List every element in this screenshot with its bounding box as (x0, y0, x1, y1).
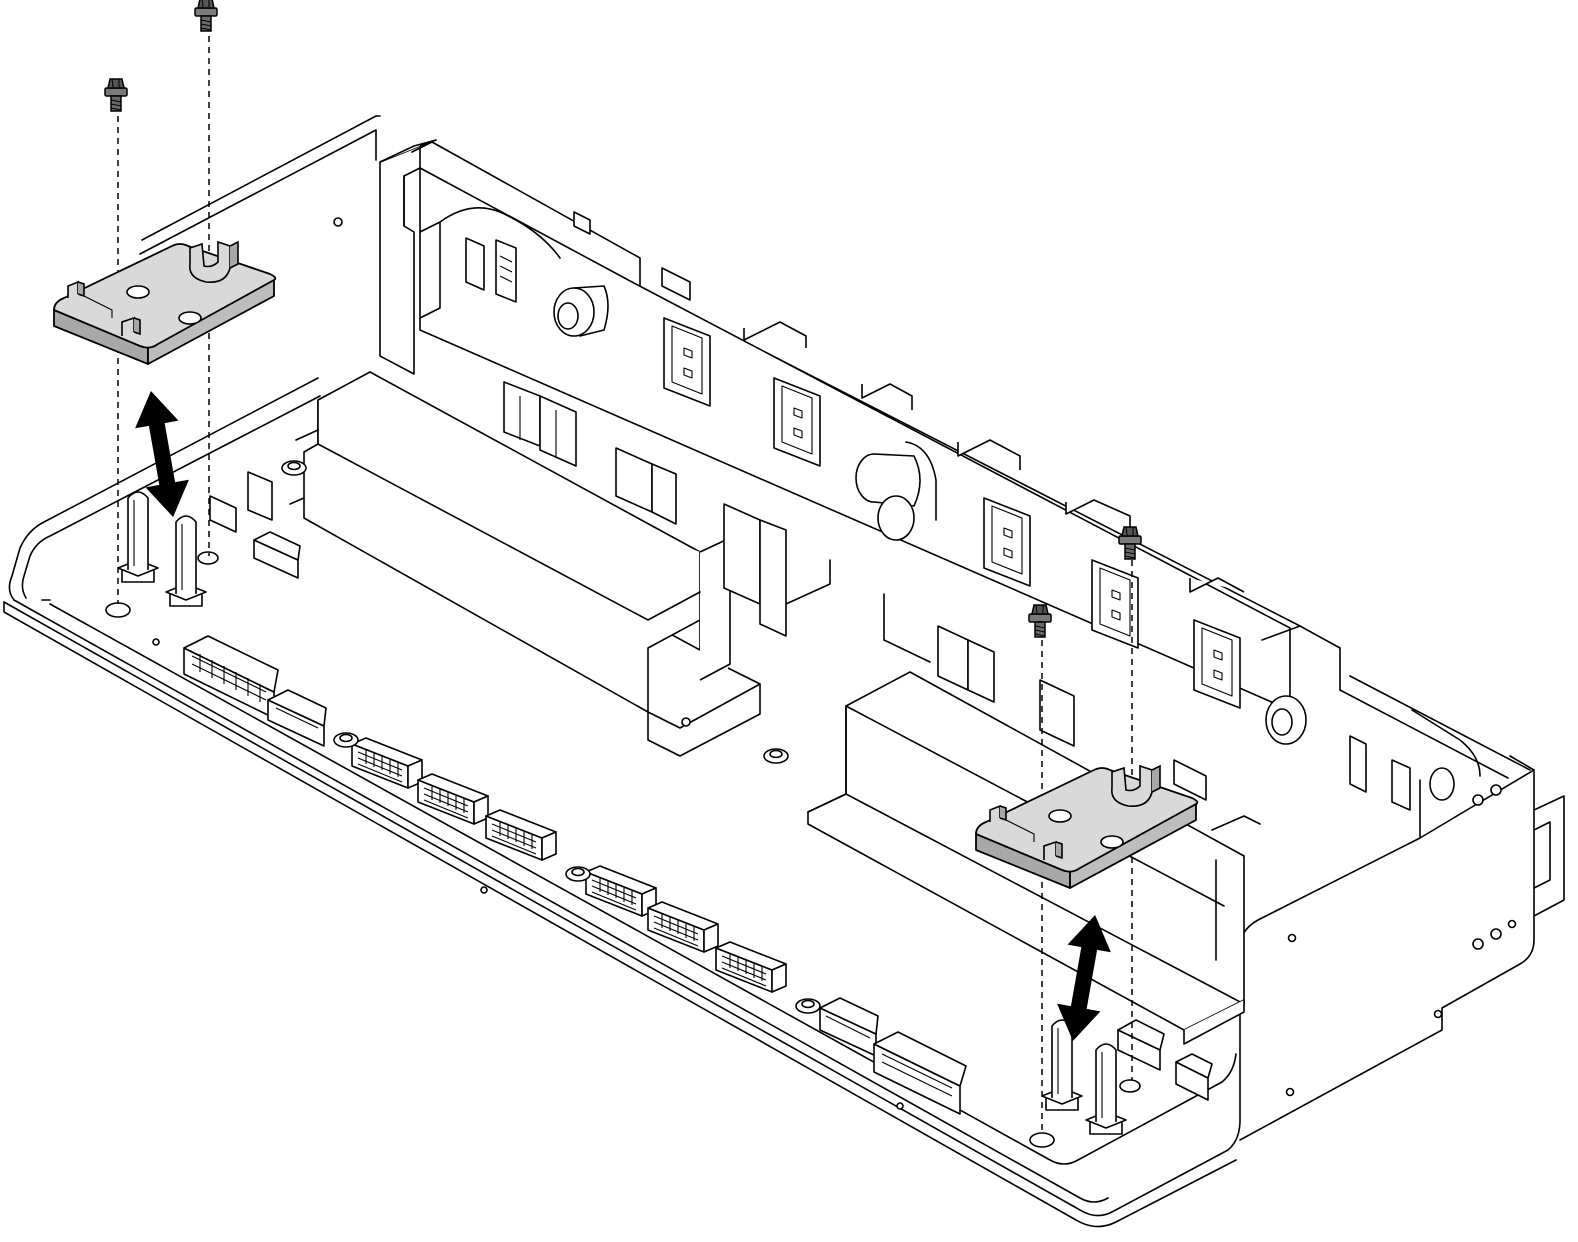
screw-icon (1028, 604, 1052, 638)
left-bracket-assembly (53, 0, 277, 618)
guide-pin (117, 491, 159, 583)
guide-pin (1085, 1043, 1127, 1135)
bracket-icon (53, 241, 277, 365)
front-edge-connectors (183, 471, 1213, 1115)
right-bracket-assembly (975, 526, 1199, 1148)
screw-icon (104, 78, 128, 112)
screw-icon (194, 0, 218, 32)
backplane-board (379, 139, 1531, 811)
power-module-left (289, 371, 761, 757)
chassis-tray (3, 115, 1565, 1228)
board-connectors (503, 381, 1207, 801)
board-standoffs (152, 460, 904, 1110)
